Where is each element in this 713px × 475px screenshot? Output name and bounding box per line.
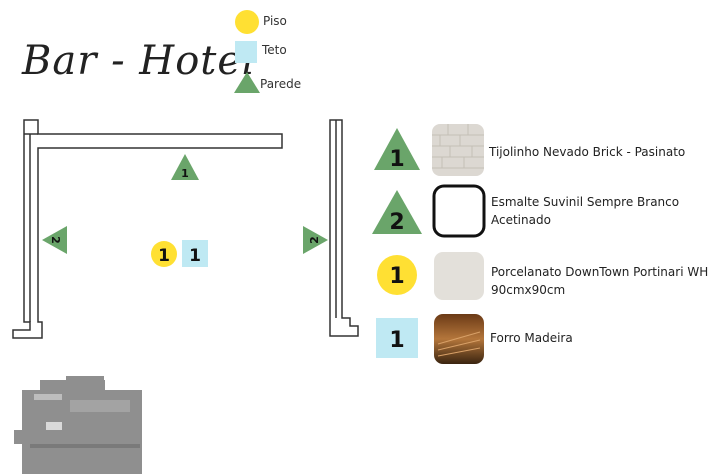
ceiling-marker-number: 1 — [189, 246, 201, 266]
material-4-badge-number: 1 — [389, 328, 404, 353]
wall-marker-left-number: 2 — [49, 236, 62, 244]
material-1-badge — [374, 128, 420, 170]
material-2-label: Esmalte Suvinil Sempre Branco Acetinado — [491, 195, 680, 227]
ceiling-marker — [182, 240, 208, 267]
floor-marker — [151, 241, 177, 267]
legend-swatches — [234, 10, 260, 93]
floor-marker-number: 1 — [158, 246, 170, 266]
material-4-label: Forro Madeira — [490, 331, 573, 345]
plan-walls — [12, 119, 359, 339]
brick-texture-icon — [432, 124, 484, 176]
porcelain-tile-icon — [434, 252, 484, 300]
teto-swatch — [235, 41, 257, 63]
materials-icons: 1 2 1 1 — [372, 124, 486, 364]
wall-marker-top-number: 1 — [181, 167, 189, 180]
material-1-label: Tijolinho Nevado Brick - Pasinato — [489, 145, 686, 159]
material-2-badge-number: 2 — [389, 210, 404, 235]
piso-swatch — [235, 10, 259, 34]
wall-marker-right — [303, 226, 328, 254]
key-plan — [14, 376, 142, 474]
material-3-badge — [377, 255, 417, 295]
material-3-badge-number: 1 — [389, 264, 404, 289]
wood-ceiling-icon — [434, 314, 484, 364]
legend-parede-label: Parede — [260, 77, 302, 91]
material-1-badge-number: 1 — [389, 147, 404, 172]
legend-teto-label: Teto — [262, 43, 287, 57]
material-3-label: Porcelanato DownTown Portinari WH 90cmx9… — [491, 265, 709, 297]
wood-slats — [437, 331, 481, 357]
legend-piso-label: Piso — [263, 14, 287, 28]
page-title: Bar - Hotel — [22, 38, 256, 84]
parede-swatch — [234, 72, 260, 93]
wall-marker-left — [42, 226, 67, 254]
white-paint-icon — [432, 184, 486, 238]
wall-marker-top — [171, 154, 199, 180]
material-2-badge — [372, 190, 422, 234]
brick-lines — [432, 124, 484, 169]
legend — [230, 8, 320, 98]
material-4-badge — [376, 318, 418, 358]
wall-marker-right-number: 2 — [308, 236, 321, 244]
